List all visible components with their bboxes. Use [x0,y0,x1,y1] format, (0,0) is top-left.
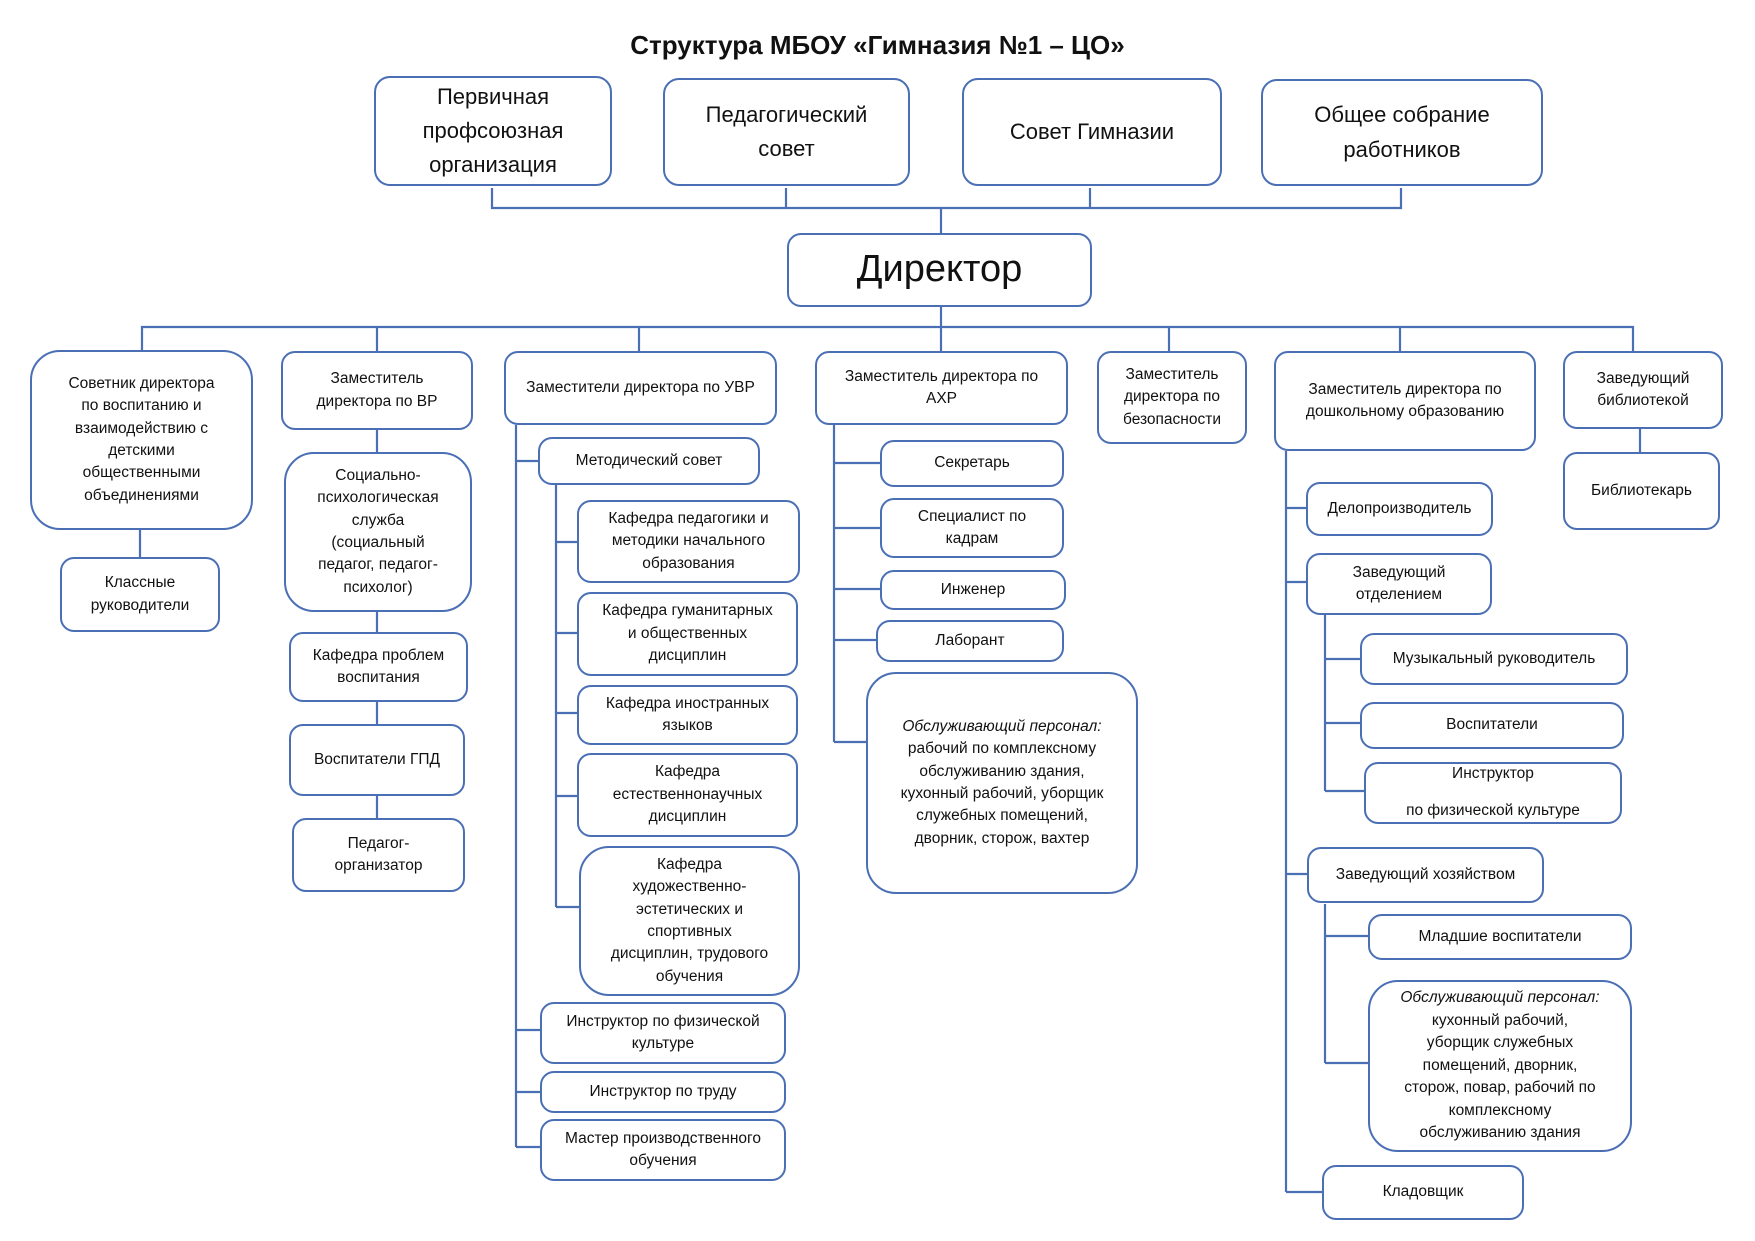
method-council-label: Методический совет [575,451,723,469]
general-meeting-label: Общее собрание работников [1314,102,1490,162]
pe-preschool-box: Инструктор по физической культуре [1364,762,1622,824]
dept-upbringing-label: Кафедра проблем воспитания [312,646,445,686]
lab-label: Лаборант [935,631,1005,649]
dept-languages-box: Кафедра иностранных языков [577,685,798,745]
engineer-box: Инженер [880,570,1066,610]
labor-instructor-box: Инструктор по труду [540,1071,786,1113]
pe-preschool-label: Инструктор по физической культуре [1406,765,1580,820]
dept-science-box: Кафедра естественнонаучных дисциплин [577,753,798,837]
master-box: Мастер производственного обучения [540,1119,786,1181]
storekeeper-box: Кладовщик [1322,1165,1524,1220]
deputy-uvr-label: Заместители директора по УВР [526,378,755,396]
deputy-preschool-label: Заместитель директора по дошкольному обр… [1305,380,1505,420]
dept-humanities-label: Кафедра гуманитарных и общественных дисц… [602,602,773,665]
dept-humanities-box: Кафедра гуманитарных и общественных дисц… [577,592,798,676]
music-label: Музыкальный руководитель [1392,649,1596,667]
labor-instructor-label: Инструктор по труду [589,1082,737,1100]
trade-union-box: Первичная профсоюзная организация [374,76,612,186]
service-staff-box: Обслуживающий персонал: рабочий по компл… [866,672,1138,894]
deputy-vr-box: Заместитель директора по ВР [281,351,473,430]
dept-upbringing-box: Кафедра проблем воспитания [289,632,468,702]
service-staff-list: рабочий по комплексному обслуживанию зда… [900,740,1104,847]
educators-box: Воспитатели [1360,702,1624,749]
service-staff-heading: Обслуживающий персонал: [902,717,1102,735]
preschool-staff-box: Обслуживающий персонал: кухонный рабочий… [1368,980,1632,1152]
junior-educators-box: Младшие воспитатели [1368,914,1632,960]
advisor-box: Советник директора по воспитанию и взаим… [30,350,253,530]
dept-languages-label: Кафедра иностранных языков [605,694,770,734]
educators-label: Воспитатели [1446,716,1538,734]
dept-arts-box: Кафедра художественно- эстетических и сп… [579,846,800,996]
organizer-box: Педагог- организатор [292,818,465,892]
deputy-uvr-box: Заместители директора по УВР [504,351,777,425]
dept-primary-label: Кафедра педагогики и методики начального… [608,509,769,572]
secretary-label: Секретарь [934,454,1010,472]
director-box: Директор [787,233,1092,307]
clerk-box: Делопроизводитель [1306,482,1493,536]
head-library-box: Заведующий библиотекой [1563,351,1723,429]
housekeeper-label: Заведующий хозяйством [1335,865,1516,883]
preschool-staff-list: кухонный рабочий, уборщик служебных поме… [1404,1011,1596,1142]
trade-union-label: Первичная профсоюзная организация [422,83,564,178]
service-staff-text: Обслуживающий персонал: рабочий по компл… [901,716,1104,851]
preschool-staff-heading: Обслуживающий персонал: [1400,989,1600,1007]
director-label: Директор [856,248,1023,291]
gymnasium-council-label: Совет Гимназии [1009,118,1175,144]
social-service-label: Социально- психологическая служба (социа… [317,466,439,596]
pedagogical-council-box: Педагогический совет [663,78,910,186]
head-dept-label: Заведующий отделением [1352,563,1446,603]
organizer-label: Педагог- организатор [334,834,423,874]
master-label: Мастер производственного обучения [565,1129,761,1169]
advisor-label: Советник директора по воспитанию и взаим… [68,374,215,504]
head-library-label: Заведующий библиотекой [1596,369,1690,409]
pe-instructor-label: Инструктор по физической культуре [566,1012,760,1052]
junior-educators-label: Младшие воспитатели [1418,927,1582,945]
music-box: Музыкальный руководитель [1360,633,1628,685]
hr-label: Специалист по кадрам [917,507,1027,547]
head-dept-box: Заведующий отделением [1306,553,1492,615]
deputy-ahr-box: Заместитель директора по АХР [815,351,1068,425]
storekeeper-label: Кладовщик [1382,1183,1464,1201]
pe-instructor-box: Инструктор по физической культуре [540,1002,786,1064]
deputy-ahr-label: Заместитель директора по АХР [844,367,1039,407]
hr-box: Специалист по кадрам [880,498,1064,558]
librarian-box: Библиотекарь [1563,452,1720,530]
deputy-preschool-box: Заместитель директора по дошкольному обр… [1274,351,1536,451]
preschool-staff-text: Обслуживающий персонал: кухонный рабочий… [1400,987,1599,1144]
class-teachers-box: Классные руководители [60,557,220,632]
engineer-label: Инженер [940,580,1006,598]
deputy-security-box: Заместитель директора по безопасности [1097,351,1247,444]
deputy-security-label: Заместитель директора по безопасности [1123,365,1221,428]
deputy-vr-label: Заместитель директора по ВР [316,370,438,410]
social-service-box: Социально- психологическая служба (социа… [284,452,472,612]
pedagogical-council-label: Педагогический совет [705,101,868,161]
gymnasium-council-box: Совет Гимназии [962,78,1222,186]
lab-box: Лаборант [876,620,1064,662]
housekeeper-box: Заведующий хозяйством [1307,847,1544,903]
class-teachers-label: Классные руководители [90,574,190,614]
dept-arts-label: Кафедра художественно- эстетических и сп… [610,855,769,985]
general-meeting-box: Общее собрание работников [1261,79,1543,186]
page-title: Структура МБОУ «Гимназия №1 – ЦО» [630,30,1125,60]
clerk-label: Делопроизводитель [1327,499,1472,517]
dept-science-label: Кафедра естественнонаучных дисциплин [612,763,763,826]
librarian-label: Библиотекарь [1591,481,1692,499]
method-council-box: Методический совет [538,437,760,485]
gpd-teachers-box: Воспитатели ГПД [289,724,465,796]
gpd-teachers-label: Воспитатели ГПД [313,750,441,768]
dept-primary-box: Кафедра педагогики и методики начального… [577,500,800,583]
secretary-box: Секретарь [880,440,1064,487]
